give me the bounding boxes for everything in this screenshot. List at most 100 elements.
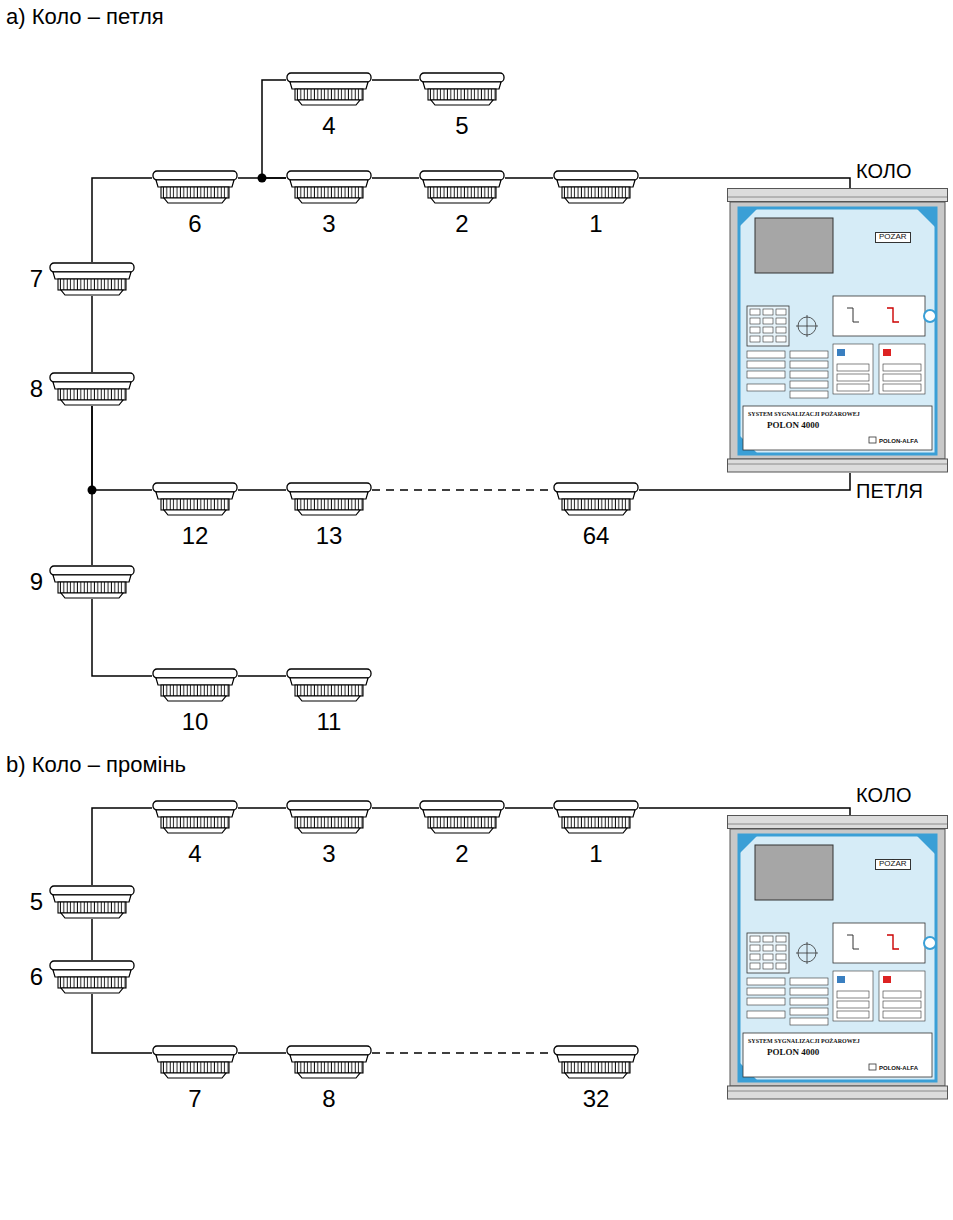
loop-wire [505, 177, 553, 179]
smoke-detector: 6 [49, 960, 135, 994]
detector-symbol [553, 1045, 639, 1079]
smoke-detector: 7 [152, 1045, 238, 1079]
loop-wire [238, 675, 286, 677]
callout-number: 1 [553, 210, 639, 238]
panel-text: SYSTEM SYGNALIZACJI POŻAROWEJ [748, 1038, 860, 1045]
smoke-detector: 5 [419, 72, 505, 106]
panel-text: SYSTEM SYGNALIZACJI POŻAROWEJ [748, 411, 860, 418]
line-name: КОЛО [856, 784, 911, 807]
callout-number: 5 [419, 112, 505, 140]
callout-number: 6 [152, 210, 238, 238]
detector-symbol [152, 1045, 238, 1079]
callout-number: 64 [553, 522, 639, 550]
panel-text: POLON-ALFA [879, 438, 918, 445]
smoke-detector: 12 [152, 482, 238, 516]
smoke-detector: 11 [286, 668, 372, 702]
smoke-detector: 13 [286, 482, 372, 516]
smoke-detector: 8 [286, 1045, 372, 1079]
diagram-heading: a) Коло – петля [6, 4, 164, 29]
smoke-detector: 1 [553, 800, 639, 834]
callout-number: 2 [419, 210, 505, 238]
panel-drawing [727, 188, 948, 473]
callout-number: 2 [419, 840, 505, 868]
panel-text: POLON-ALFA [879, 1065, 918, 1072]
loop-wire [639, 473, 850, 490]
diagram-heading: b) Коло – промінь [6, 752, 186, 777]
detector-symbol [152, 170, 238, 204]
detector-symbol [286, 482, 372, 516]
panel-text: POŻAR [875, 232, 911, 243]
loop-wire [505, 807, 553, 809]
detector-symbol [553, 482, 639, 516]
smoke-detector: 4 [152, 800, 238, 834]
detector-symbol [152, 668, 238, 702]
detector-symbol [49, 372, 135, 406]
detector-symbol [286, 800, 372, 834]
detector-symbol [419, 72, 505, 106]
smoke-detector: 64 [553, 482, 639, 516]
smoke-detector: 4 [286, 72, 372, 106]
callout-number: 13 [286, 522, 372, 550]
callout-number: 11 [286, 708, 372, 736]
detector-symbol [419, 800, 505, 834]
callout-number: 5 [30, 888, 43, 916]
line-name: КОЛО [856, 160, 911, 183]
loop-wire [639, 808, 850, 815]
detector-symbol [152, 800, 238, 834]
smoke-detector: 9 [49, 565, 135, 599]
detector-symbol [49, 565, 135, 599]
detector-symbol [419, 170, 505, 204]
callout-number: 4 [152, 840, 238, 868]
control-panel: POŻAR SYSTEM SYGNALIZACJI POŻAROWEJ POLON … [727, 815, 948, 1100]
detector-symbol [286, 170, 372, 204]
loop-wire [262, 80, 286, 178]
smoke-detector: 3 [286, 170, 372, 204]
panel-drawing [727, 815, 948, 1100]
detector-symbol [49, 960, 135, 994]
detector-symbol [553, 800, 639, 834]
loop-wire [372, 79, 419, 81]
callout-number: 7 [30, 265, 43, 293]
loop-wire [639, 178, 850, 188]
loop-wire [92, 808, 152, 885]
panel-text: POLON 4000 [767, 1048, 819, 1058]
loop-wire [91, 919, 93, 960]
smoke-detector: 6 [152, 170, 238, 204]
panel-text: POLON 4000 [767, 421, 819, 431]
loop-wire [372, 177, 419, 179]
smoke-detector: 1 [553, 170, 639, 204]
callout-number: 8 [286, 1085, 372, 1113]
callout-number: 3 [286, 840, 372, 868]
smoke-detector: 3 [286, 800, 372, 834]
loop-wire [92, 599, 152, 676]
loop-wire [372, 807, 419, 809]
detector-symbol [152, 482, 238, 516]
detector-symbol [286, 1045, 372, 1079]
callout-number: 3 [286, 210, 372, 238]
smoke-detector: 32 [553, 1045, 639, 1079]
loop-wire [92, 406, 152, 490]
loop-wire [238, 1052, 286, 1054]
smoke-detector: 2 [419, 170, 505, 204]
loop-wire [91, 296, 93, 372]
callout-number: 1 [553, 840, 639, 868]
loop-wire [92, 178, 152, 262]
loop-wire [372, 1052, 553, 1054]
smoke-detector: 2 [419, 800, 505, 834]
callout-number: 6 [30, 963, 43, 991]
callout-number: 10 [152, 708, 238, 736]
detector-symbol [286, 72, 372, 106]
smoke-detector: 8 [49, 372, 135, 406]
detector-symbol [49, 885, 135, 919]
callout-number: 32 [553, 1085, 639, 1113]
line-name: ПЕТЛЯ [856, 480, 923, 503]
callout-number: 12 [152, 522, 238, 550]
callout-number: 7 [152, 1085, 238, 1113]
detector-symbol [553, 170, 639, 204]
smoke-detector: 5 [49, 885, 135, 919]
callout-number: 9 [30, 568, 43, 596]
callout-number: 4 [286, 112, 372, 140]
panel-text: POŻAR [875, 859, 911, 870]
loop-wire [238, 489, 286, 491]
